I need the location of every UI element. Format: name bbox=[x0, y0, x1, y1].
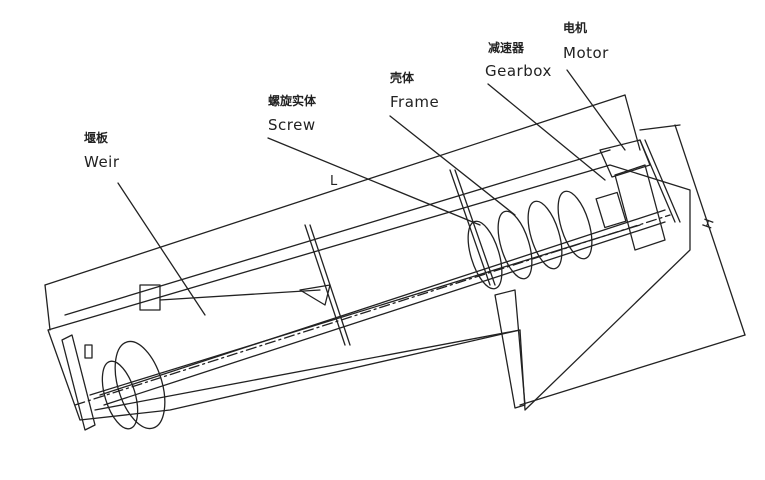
shaft-upper bbox=[99, 209, 666, 396]
screw-label-en: Screw bbox=[268, 116, 316, 134]
support-leg bbox=[494, 289, 526, 409]
shaft-lower bbox=[103, 221, 666, 406]
dim-l-line bbox=[44, 94, 626, 286]
trough-inner-line bbox=[89, 224, 641, 396]
dim-l-text: L bbox=[330, 174, 338, 189]
frame-label-cn: 壳体 bbox=[390, 71, 415, 85]
leader-screw bbox=[267, 137, 481, 226]
leader-frame bbox=[389, 115, 516, 216]
trough-body bbox=[47, 164, 691, 421]
weir-label-cn: 堰板 bbox=[84, 131, 109, 145]
weir-line bbox=[159, 289, 321, 301]
frame-post-1b bbox=[309, 224, 351, 346]
gearbox-label-cn: 减速器 bbox=[488, 41, 525, 55]
screw-flight-1 bbox=[467, 220, 503, 290]
trough-lower-line bbox=[94, 329, 521, 411]
gearbox-flange bbox=[595, 191, 627, 229]
screw-label-cn: 螺旋实体 bbox=[268, 94, 317, 108]
weir-label-en: Weir bbox=[84, 153, 120, 171]
weir-wedge bbox=[299, 284, 331, 306]
inlet-lug bbox=[84, 344, 93, 359]
dim-h-line bbox=[674, 124, 746, 336]
screw-flight-2 bbox=[497, 210, 533, 280]
shaft-centerline bbox=[74, 214, 671, 406]
gearbox-body bbox=[614, 164, 666, 251]
screw-flight-4 bbox=[557, 190, 593, 260]
screw-flight-lower bbox=[114, 340, 166, 430]
motor-label-en: Motor bbox=[563, 44, 609, 62]
motor-label-cn: 电机 bbox=[563, 21, 588, 35]
inlet-end-plate bbox=[61, 334, 96, 431]
weir-plate bbox=[139, 284, 161, 311]
motor-shaft-plate bbox=[639, 139, 676, 223]
screw-flight-3 bbox=[527, 200, 563, 270]
dim-l-ext-left bbox=[44, 284, 51, 331]
dim-h-text: H bbox=[700, 217, 717, 231]
leader-weir bbox=[117, 182, 206, 316]
frame-post-1 bbox=[304, 224, 346, 346]
gearbox-label-en: Gearbox bbox=[485, 62, 552, 80]
dim-h-ext-top bbox=[639, 124, 681, 131]
frame-label-en: Frame bbox=[390, 93, 440, 111]
frame-post-2b bbox=[454, 169, 496, 286]
leader-motor bbox=[566, 69, 626, 151]
screw-flight-lower-2 bbox=[101, 360, 139, 430]
dim-h-ext-bottom bbox=[519, 334, 746, 406]
motor-shaft-plate-2 bbox=[644, 139, 681, 223]
trough-top-edge bbox=[64, 149, 611, 316]
leader-gearbox bbox=[487, 83, 606, 181]
